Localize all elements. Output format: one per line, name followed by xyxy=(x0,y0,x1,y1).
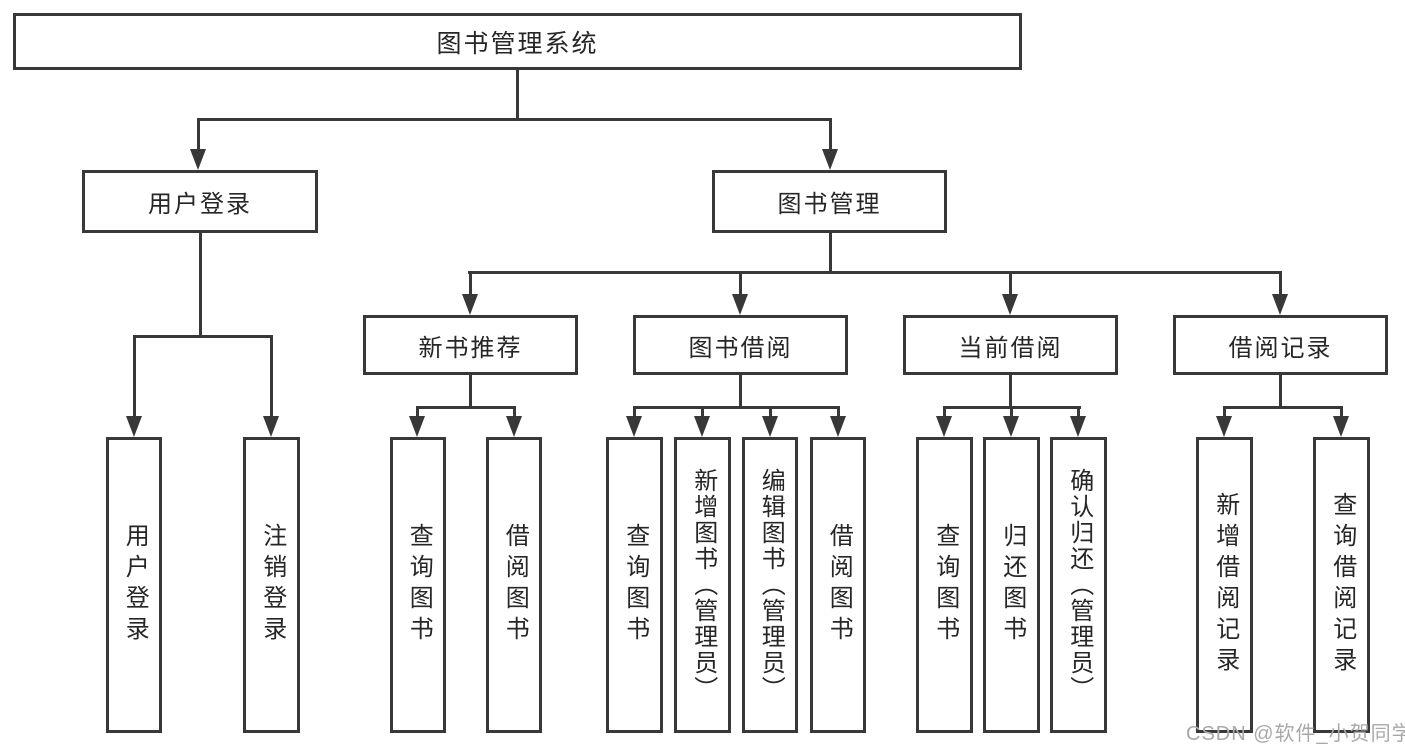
connector-line xyxy=(633,406,636,418)
node-book-management: 图书管理 xyxy=(712,170,947,233)
leaf-add-borrow-record: 新增借阅记录 xyxy=(1196,437,1253,733)
leaf-logout: 注销登录 xyxy=(243,437,300,733)
leaf-user-login: 用户登录 xyxy=(106,437,162,733)
arrow-down-icon xyxy=(190,149,206,170)
arrow-down-icon xyxy=(1216,416,1232,437)
arrow-down-icon xyxy=(626,416,642,437)
leaf-label: 注销登录 xyxy=(258,523,286,647)
node-borrowing-records: 借阅记录 xyxy=(1173,315,1388,375)
arrow-down-icon xyxy=(263,416,279,437)
leaf-query-books-borrowing: 查询图书 xyxy=(606,437,663,733)
connector-line xyxy=(516,70,519,120)
leaf-return-books: 归还图书 xyxy=(983,437,1040,733)
arrow-down-icon xyxy=(1003,416,1019,437)
leaf-query-borrow-record: 查询借阅记录 xyxy=(1313,437,1370,733)
connector-line xyxy=(769,406,772,418)
arrow-down-icon xyxy=(126,416,142,437)
arrow-down-icon xyxy=(732,294,748,315)
leaf-label: 查询借阅记录 xyxy=(1328,492,1356,678)
arrow-down-icon xyxy=(1002,294,1018,315)
connector-line xyxy=(469,271,472,297)
arrow-down-icon xyxy=(694,416,710,437)
connector-line xyxy=(701,406,704,418)
connector-line xyxy=(829,233,832,273)
arrow-down-icon xyxy=(830,416,846,437)
connector-line xyxy=(270,335,273,420)
arrow-down-icon xyxy=(822,149,838,170)
connector-line xyxy=(197,118,200,152)
arrow-down-icon xyxy=(936,416,952,437)
connector-line xyxy=(1223,406,1343,409)
connector-line xyxy=(469,375,472,409)
leaf-label: 借阅图书 xyxy=(825,523,853,647)
connector-line xyxy=(1340,406,1343,418)
leaf-add-books-admin: 新增图书（管理员） xyxy=(674,437,731,733)
arrow-down-icon xyxy=(1333,416,1349,437)
arrow-down-icon xyxy=(1070,416,1086,437)
connector-line xyxy=(133,335,273,338)
connector-line xyxy=(133,335,136,420)
connector-line xyxy=(837,406,840,418)
arrow-down-icon xyxy=(506,416,522,437)
connector-line xyxy=(1009,375,1012,409)
connector-line xyxy=(1009,271,1012,297)
leaf-label: 确认归还（管理员） xyxy=(1065,468,1093,702)
connector-line xyxy=(197,118,832,121)
connector-line xyxy=(739,271,742,297)
leaf-label: 编辑图书（管理员） xyxy=(757,468,785,702)
leaf-label: 新增图书（管理员） xyxy=(689,468,717,702)
connector-line xyxy=(1279,375,1282,409)
leaf-label: 借阅图书 xyxy=(501,523,529,647)
leaf-label: 查询图书 xyxy=(621,523,649,647)
connector-line xyxy=(829,118,832,152)
arrow-down-icon xyxy=(409,416,425,437)
connector-line xyxy=(199,233,202,337)
connector-line xyxy=(943,406,946,418)
arrow-down-icon xyxy=(1272,294,1288,315)
connector-line xyxy=(468,271,1282,274)
node-book-borrowing: 图书借阅 xyxy=(633,315,848,375)
leaf-label: 查询图书 xyxy=(931,523,959,647)
connector-line xyxy=(513,406,516,418)
connector-line xyxy=(416,406,419,418)
leaf-borrow-books: 借阅图书 xyxy=(810,437,866,733)
node-user-login: 用户登录 xyxy=(82,170,318,233)
leaf-confirm-return-admin: 确认归还（管理员） xyxy=(1050,437,1107,733)
leaf-label: 用户登录 xyxy=(121,523,149,647)
node-new-book-recommendation: 新书推荐 xyxy=(363,315,578,375)
leaf-label: 新增借阅记录 xyxy=(1211,492,1239,678)
node-current-borrowing: 当前借阅 xyxy=(903,315,1118,375)
leaf-query-books-recommend: 查询图书 xyxy=(390,437,446,733)
connector-line xyxy=(416,406,516,409)
leaf-edit-books-admin: 编辑图书（管理员） xyxy=(742,437,798,733)
leaf-borrow-books-recommend: 借阅图书 xyxy=(486,437,542,733)
arrow-down-icon xyxy=(462,294,478,315)
connector-line xyxy=(739,375,742,409)
connector-line xyxy=(1279,271,1282,297)
arrow-down-icon xyxy=(762,416,778,437)
connector-line xyxy=(1010,406,1013,418)
csdn-watermark: CSDN @软件_小贺同学 xyxy=(1186,723,1405,745)
leaf-query-books-current: 查询图书 xyxy=(916,437,973,733)
leaf-label: 查询图书 xyxy=(405,523,433,647)
connector-line xyxy=(633,406,840,409)
connector-line xyxy=(1077,406,1080,418)
leaf-label: 归还图书 xyxy=(998,523,1026,647)
node-library-management-system: 图书管理系统 xyxy=(13,13,1022,70)
connector-line xyxy=(1223,406,1226,418)
